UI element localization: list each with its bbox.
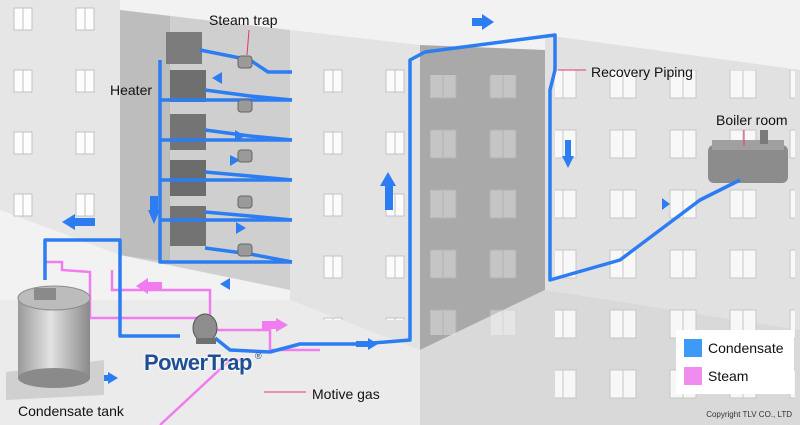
legend: Condensate Steam bbox=[676, 330, 794, 394]
steam-piping bbox=[45, 260, 320, 425]
condensate-flow-arrows bbox=[62, 14, 670, 384]
powertrap-logo: PowerTrap bbox=[144, 350, 252, 375]
steam-flow-arrows bbox=[136, 278, 288, 332]
condensate-tank-label: Condensate tank bbox=[18, 403, 124, 419]
steam-swatch bbox=[684, 367, 702, 385]
powertrap-unit bbox=[192, 313, 218, 344]
heater-stack bbox=[166, 32, 206, 246]
condensate-tank bbox=[6, 285, 104, 400]
legend-label: Condensate bbox=[708, 340, 784, 356]
copyright-text: Copyright TLV CO., LTD bbox=[706, 410, 792, 419]
motive-gas-label: Motive gas bbox=[312, 386, 380, 402]
legend-label: Steam bbox=[708, 368, 749, 384]
steam-trap-icons bbox=[237, 55, 253, 257]
recovery-piping-label: Recovery Piping bbox=[591, 64, 693, 80]
condensate-swatch bbox=[684, 339, 702, 357]
leader-lines bbox=[246, 29, 745, 393]
registered-mark: ® bbox=[255, 351, 262, 361]
condensate-piping bbox=[43, 33, 741, 354]
boiler bbox=[708, 130, 788, 183]
steam-trap-label: Steam trap bbox=[209, 12, 278, 28]
heater-label: Heater bbox=[110, 82, 153, 98]
boiler-room-label: Boiler room bbox=[716, 112, 788, 128]
